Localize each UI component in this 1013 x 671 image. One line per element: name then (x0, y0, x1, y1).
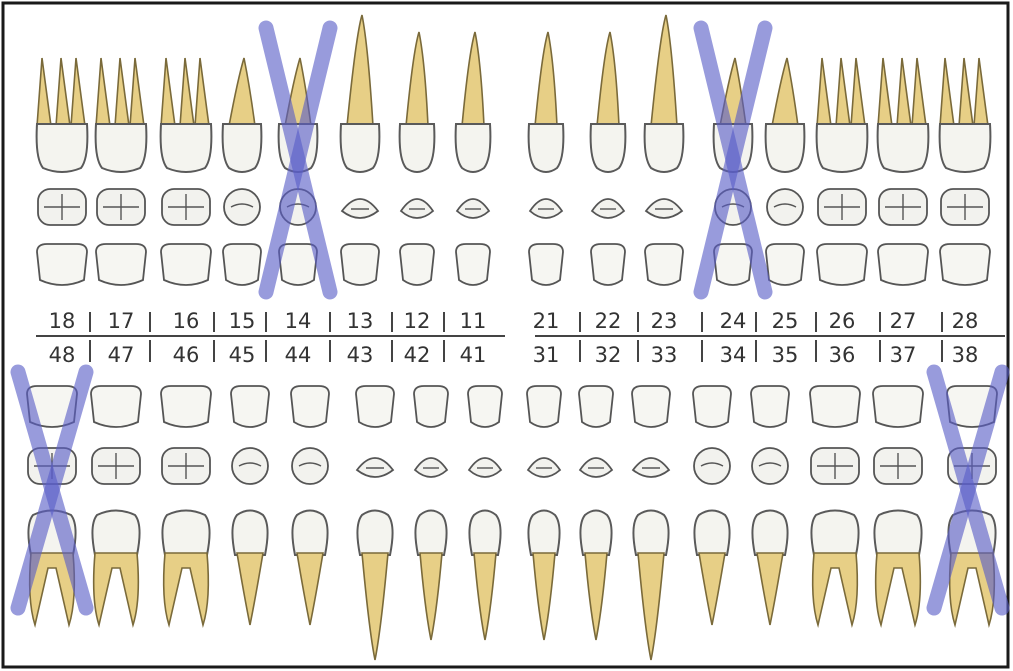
proximal-view-42 (414, 386, 448, 427)
proximal-view-22 (591, 244, 625, 285)
crown-18 (37, 124, 88, 172)
proximal-view-36 (810, 386, 860, 427)
occlusal-view-44 (292, 448, 328, 484)
tooth-number-lower-33: 33 (651, 343, 678, 367)
occlusal-view-35 (752, 448, 788, 484)
crown-36 (811, 511, 858, 556)
proximal-view-47 (91, 386, 141, 427)
tooth-number-upper-14: 14 (285, 309, 312, 333)
crown-41 (469, 511, 500, 556)
tooth-number-upper-25: 25 (772, 309, 799, 333)
crown-26 (817, 124, 868, 172)
tooth-number-upper-12: 12 (404, 309, 431, 333)
tooth-number-lower-36: 36 (829, 343, 856, 367)
tooth-number-upper-26: 26 (829, 309, 856, 333)
proximal-view-11 (456, 244, 490, 285)
proximal-view-13 (341, 244, 379, 285)
tooth-number-upper-15: 15 (229, 309, 256, 333)
tooth-number-upper-11: 11 (460, 309, 487, 333)
proximal-view-25 (766, 244, 804, 285)
proximal-view-45 (231, 386, 269, 427)
proximal-view-33 (632, 386, 670, 427)
proximal-view-46 (161, 386, 211, 427)
occlusal-view-25 (767, 189, 803, 225)
crown-17 (96, 124, 147, 172)
tooth-number-upper-28: 28 (952, 309, 979, 333)
crown-37 (874, 511, 921, 556)
tooth-number-lower-42: 42 (404, 343, 431, 367)
tooth-number-upper-16: 16 (173, 309, 200, 333)
crown-45 (232, 511, 267, 556)
proximal-view-34 (693, 386, 731, 427)
occlusal-view-34 (694, 448, 730, 484)
tooth-number-upper-17: 17 (108, 309, 135, 333)
crown-21 (529, 124, 564, 172)
tooth-number-upper-21: 21 (533, 309, 560, 333)
proximal-view-37 (873, 386, 923, 427)
tooth-number-lower-41: 41 (460, 343, 487, 367)
crown-32 (580, 511, 611, 556)
crown-27 (878, 124, 929, 172)
crown-43 (357, 511, 392, 556)
proximal-view-28 (940, 244, 990, 285)
crown-35 (752, 511, 787, 556)
tooth-number-upper-18: 18 (49, 309, 76, 333)
crown-13 (341, 124, 380, 172)
proximal-view-16 (161, 244, 211, 285)
tooth-number-lower-34: 34 (720, 343, 747, 367)
tooth-number-lower-35: 35 (772, 343, 799, 367)
tooth-number-lower-44: 44 (285, 343, 312, 367)
tooth-number-lower-37: 37 (890, 343, 917, 367)
proximal-view-23 (645, 244, 683, 285)
proximal-view-12 (400, 244, 434, 285)
proximal-view-18 (37, 244, 87, 285)
occlusal-view-15 (224, 189, 260, 225)
tooth-number-lower-48: 48 (49, 343, 76, 367)
proximal-view-26 (817, 244, 867, 285)
crown-33 (633, 511, 668, 556)
crown-28 (940, 124, 991, 172)
tooth-number-upper-24: 24 (720, 309, 747, 333)
tooth-number-lower-47: 47 (108, 343, 135, 367)
tooth-number-upper-13: 13 (347, 309, 374, 333)
crown-15 (223, 124, 262, 172)
proximal-view-44 (291, 386, 329, 427)
crown-42 (415, 511, 446, 556)
tooth-number-lower-45: 45 (229, 343, 256, 367)
proximal-view-31 (527, 386, 561, 427)
crown-44 (292, 511, 327, 556)
proximal-view-35 (751, 386, 789, 427)
proximal-view-15 (223, 244, 261, 285)
proximal-view-14 (279, 244, 317, 285)
proximal-view-27 (878, 244, 928, 285)
tooth-number-lower-32: 32 (595, 343, 622, 367)
tooth-number-lower-31: 31 (533, 343, 560, 367)
crown-34 (694, 511, 729, 556)
occlusal-view-45 (232, 448, 268, 484)
crown-25 (766, 124, 805, 172)
tooth-number-upper-27: 27 (890, 309, 917, 333)
tooth-number-upper-23: 23 (651, 309, 678, 333)
tooth-number-lower-46: 46 (173, 343, 200, 367)
proximal-view-32 (579, 386, 613, 427)
crown-47 (92, 511, 139, 556)
crown-23 (645, 124, 684, 172)
proximal-view-43 (356, 386, 394, 427)
crown-16 (161, 124, 212, 172)
tooth-number-upper-22: 22 (595, 309, 622, 333)
tooth-number-lower-43: 43 (347, 343, 374, 367)
tooth-number-lower-38: 38 (952, 343, 979, 367)
proximal-view-17 (96, 244, 146, 285)
crown-12 (400, 124, 435, 172)
crown-46 (162, 511, 209, 556)
crown-11 (456, 124, 491, 172)
proximal-view-21 (529, 244, 563, 285)
proximal-view-41 (468, 386, 502, 427)
proximal-view-24 (714, 244, 752, 285)
crown-31 (528, 511, 559, 556)
crown-22 (591, 124, 626, 172)
